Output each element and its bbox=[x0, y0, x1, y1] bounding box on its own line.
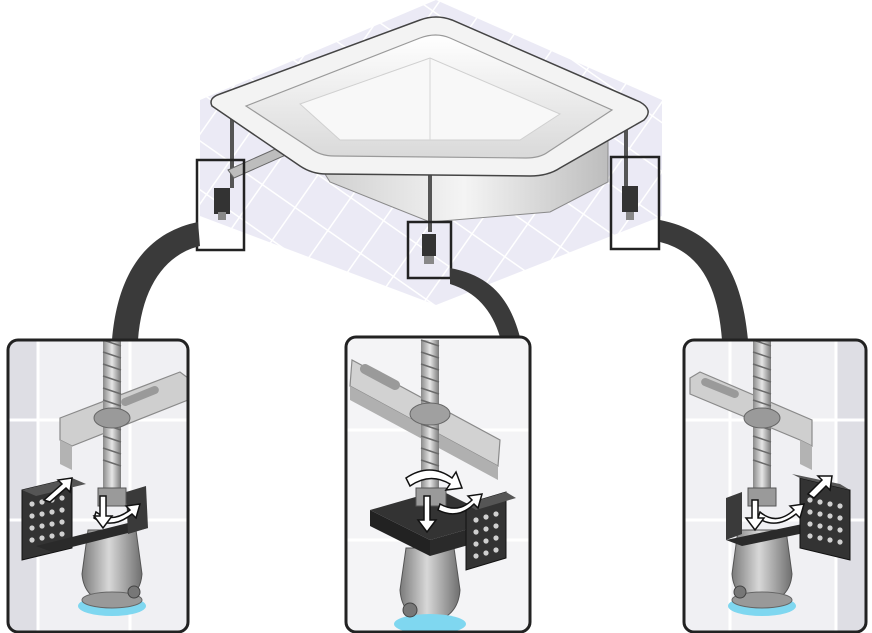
detail-panel-left bbox=[6, 338, 190, 633]
rotation-arrow-icon bbox=[744, 475, 833, 532]
callout-box-left bbox=[195, 158, 246, 252]
connector-bands bbox=[112, 220, 748, 340]
rotation-arrow-icon bbox=[405, 469, 484, 534]
callout-box-center bbox=[406, 220, 453, 280]
detail-panel-center bbox=[344, 335, 532, 633]
rotation-arrow-icon bbox=[42, 477, 142, 530]
callout-box-right bbox=[609, 155, 661, 251]
corner-bathtub bbox=[210, 16, 649, 232]
detail-panel-right bbox=[682, 338, 868, 633]
